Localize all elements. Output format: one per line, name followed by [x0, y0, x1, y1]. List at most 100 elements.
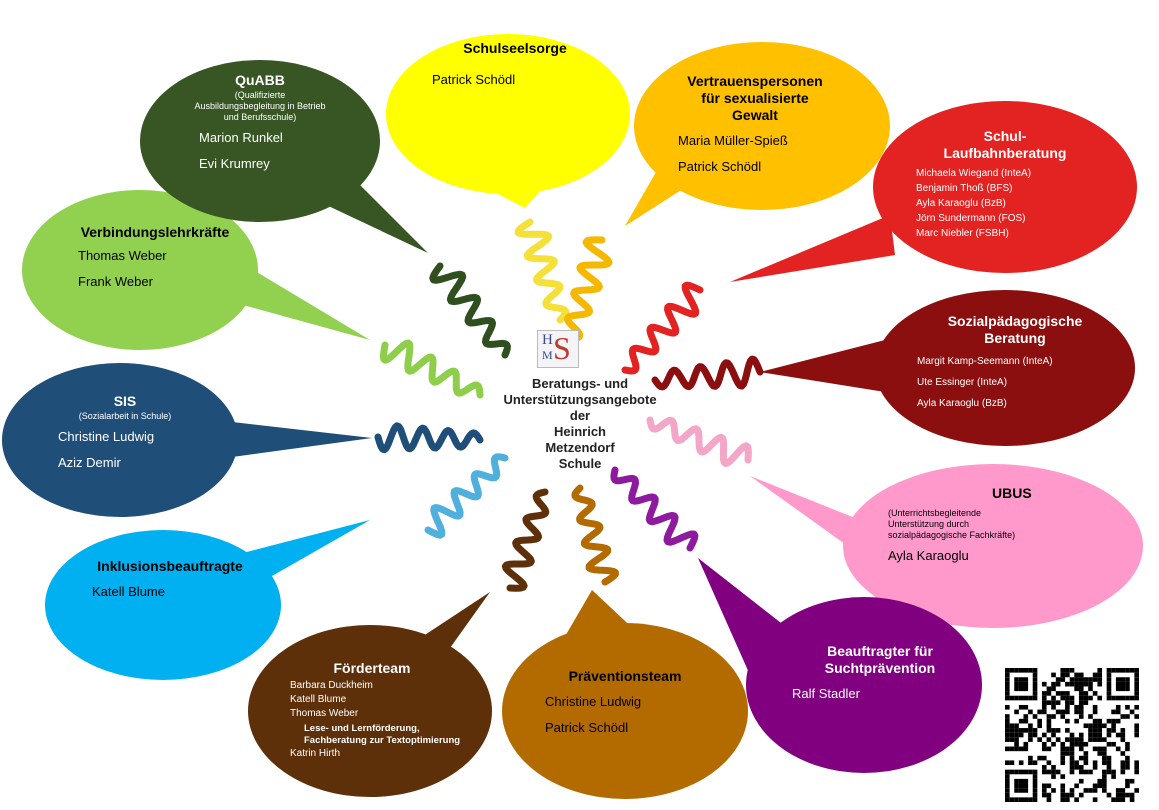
bubble-names: Thomas Weber Frank Weber [55, 243, 255, 295]
bubble-title: UBUS [992, 485, 1032, 501]
bubble-names: Katell Blume [70, 579, 270, 605]
bubble-title: Inklusionsbeauftragte [97, 558, 243, 574]
bubble-subtitle: (Qualifizierte Ausbildungsbegleitung in … [194, 90, 326, 122]
bubble-sis: SIS (Sozialarbeit in Schule) Christine L… [25, 393, 225, 476]
bubble-names: Marion Runkel Evi Krumrey [165, 125, 355, 177]
bubble-tail-verbindungslehrkraefte [225, 262, 370, 340]
squiggle-connector-vertrauenspersonen [564, 236, 613, 344]
bubble-schulseelsorge: Schulseelsorge Patrick Schödl [410, 40, 620, 93]
bubble-names: Margit Kamp-Seemann (InteA) Ute Essinger… [895, 351, 1135, 414]
person-name: Ute Essinger (InteA) [917, 377, 1008, 388]
bubble-shape-suchtpraevention [746, 597, 982, 773]
bubble-title: Präventionsteam [568, 668, 682, 684]
squiggle-connector-suchtpraevention [610, 466, 699, 552]
bubble-inklusion: Inklusionsbeauftragte Katell Blume [70, 558, 270, 605]
person-name: Patrick Schödl [678, 159, 762, 174]
person-name: Maria Müller-Spieß [678, 133, 788, 148]
bubble-shape-inklusion [45, 530, 281, 680]
person-name: Christine Ludwig [58, 429, 155, 444]
logo-letter-m: M [542, 348, 553, 362]
squiggle-connector-inklusion [424, 453, 509, 539]
squiggle-connector-verbindungslehrkraefte [379, 339, 484, 399]
bubble-verbindungslehrkraefte: Verbindungslehrkräfte Thomas Weber Frank… [55, 224, 255, 295]
school-logo: H M S [537, 330, 579, 368]
bubble-suchtpraevention: Beauftragter für Suchtprävention Ralf St… [780, 643, 980, 707]
bubble-shape-vertrauenspersonen [634, 42, 890, 210]
bubble-shape-laufbahnberatung [873, 101, 1137, 273]
bubble-shape-sozialpaedagogik [875, 290, 1135, 446]
squiggle-connector-laufbahnberatung [621, 281, 704, 375]
bubble-title: Schul- Laufbahnberatung [943, 128, 1067, 161]
person-name: Christine Ludwig [545, 694, 642, 709]
person-name: Patrick Schödl [432, 72, 516, 87]
squiggle-connector-sozialpaedagogik [651, 355, 764, 391]
person-name: Barbara Duckheim [290, 680, 373, 691]
bubble-title: Vertrauenspersonen für sexualisierte Gew… [687, 73, 823, 123]
bubble-names: Barbara Duckheim Katell Blume Thomas Web… [282, 679, 462, 721]
bubble-praeventionsteam: Präventionsteam Christine Ludwig Patrick… [525, 668, 725, 741]
center-title: Beratungs- und Unterstützungsangebote de… [503, 376, 657, 471]
bubble-names: Ralf Stadler [780, 681, 980, 707]
squiggle-connector-schulseelsorge [514, 218, 570, 324]
person-name: Thomas Weber [78, 248, 167, 263]
bubble-title: Beauftragter für Suchtprävention [824, 643, 936, 676]
person-name: Katrin Hirth [290, 748, 341, 759]
bubble-foerderteam: Förderteam Barbara Duckheim Katell Blume… [282, 660, 462, 761]
logo-letter-s: S [553, 330, 571, 366]
person-name: Margit Kamp-Seemann (InteA) [917, 356, 1053, 367]
bubble-title: Verbindungslehrkräfte [80, 224, 230, 240]
bubble-title: QuABB [235, 72, 285, 88]
bubble-tail-laufbahnberatung [730, 215, 895, 282]
bubble-tail-ubus [750, 476, 870, 562]
bubble-vertrauenspersonen: Vertrauenspersonen für sexualisierte Gew… [660, 73, 850, 180]
person-name: Jörn Sundermann (FOS) [916, 213, 1026, 224]
bubble-title: Schulseelsorge [463, 40, 567, 56]
bubble-shape-verbindungslehrkraefte [22, 190, 258, 350]
bubble-subtitle: (Unterrichtsbegleitende Unterstützung du… [888, 508, 1016, 540]
bubble-shape-quabb [140, 60, 380, 222]
bubble-shape-ubus [843, 464, 1143, 628]
bubble-names: Ayla Karaoglu [882, 543, 1122, 569]
bubble-extra-note: Lese- und Lernförderung, Fachberatung zu… [304, 723, 461, 746]
person-name: Michaela Wiegand (InteA) [916, 168, 1032, 179]
person-name: Aziz Demir [58, 455, 121, 470]
bubble-tail-sis [215, 420, 372, 458]
person-name: Benjamin Thoß (BFS) [916, 183, 1013, 194]
bubble-names: Michaela Wiegand (InteA) Benjamin Thoß (… [900, 166, 1110, 241]
bubble-names: Patrick Schödl [410, 67, 620, 93]
person-name: Ayla Karaoglu (BzB) [916, 198, 1006, 209]
bubble-tail-inklusion [235, 520, 370, 580]
logo-letter-h: H [542, 332, 553, 348]
person-name: Marion Runkel [199, 130, 283, 145]
person-name: Marc Niebler (FSBH) [916, 228, 1009, 239]
person-name: Katell Blume [290, 694, 347, 705]
bubble-ubus: UBUS (Unterrichtsbegleitende Unterstützu… [882, 485, 1122, 569]
bubble-sozialpaedagogik: Sozialpädagogische Beratung Margit Kamp-… [895, 313, 1135, 414]
bubble-shape-praeventionsteam [502, 623, 748, 799]
squiggle-connector-quabb [429, 262, 511, 359]
person-name: Frank Weber [78, 274, 153, 289]
bubble-shape-foerderteam [248, 625, 492, 797]
bubble-title: Förderteam [333, 660, 411, 676]
squiggle-connector-praeventionsteam [571, 484, 619, 586]
person-name: Ayla Karaoglu (BzB) [917, 398, 1007, 409]
bubble-names: Christine Ludwig Aziz Demir [25, 424, 225, 476]
bubble-laufbahnberatung: Schul- Laufbahnberatung Michaela Wiegand… [900, 128, 1110, 241]
person-name: Katell Blume [92, 584, 165, 599]
qr-code-icon [1005, 668, 1139, 802]
squiggle-connector-foerderteam [501, 488, 550, 592]
bubble-quabb: QuABB (Qualifizierte Ausbildungsbegleitu… [165, 72, 355, 177]
squiggle-connector-ubus [646, 416, 752, 467]
bubble-names: Maria Müller-Spieß Patrick Schödl [660, 128, 850, 180]
person-name: Thomas Weber [290, 708, 359, 719]
bubble-tail-sozialpaedagogik [760, 340, 885, 392]
bubble-names: Christine Ludwig Patrick Schödl [525, 689, 725, 741]
bubble-title: Sozialpädagogische Beratung [947, 313, 1083, 346]
bubble-subtitle: (Sozialarbeit in Schule) [78, 411, 172, 421]
person-name: Evi Krumrey [199, 156, 270, 171]
person-name: Ayla Karaoglu [888, 548, 969, 563]
bubble-shape-sis [2, 363, 238, 517]
squiggle-connector-sis [374, 422, 484, 454]
